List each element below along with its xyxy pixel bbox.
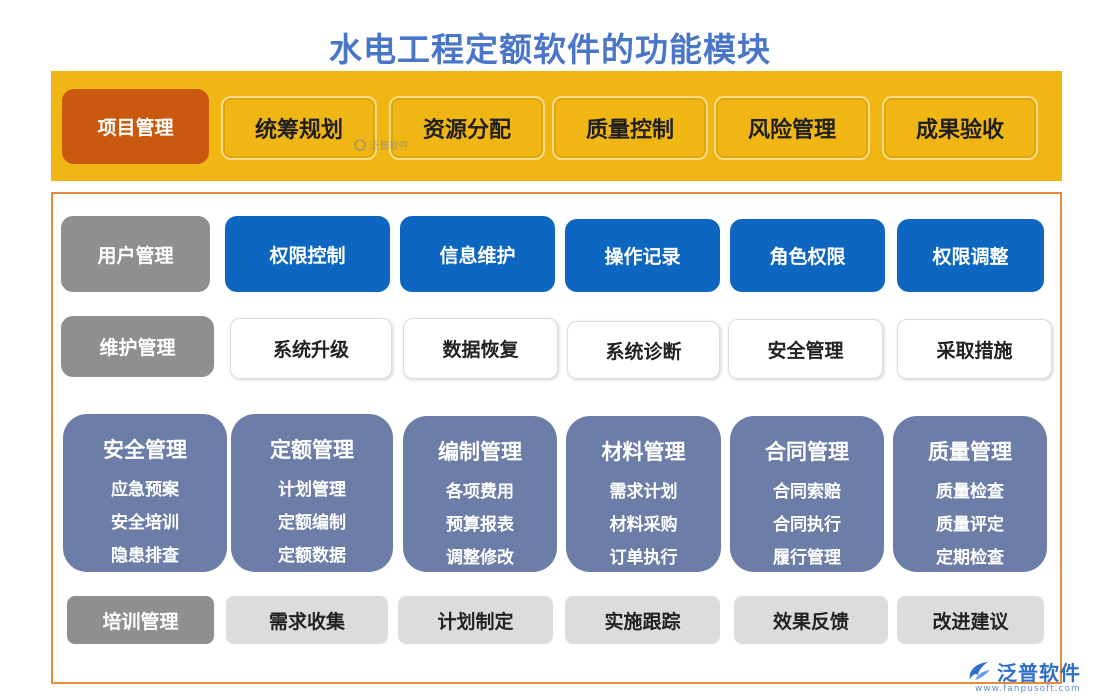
card-item: 应急预案 [111,480,179,500]
card-item: 履行管理 [773,548,841,568]
train-item-demand-collection[interactable]: 需求收集 [226,596,388,644]
card-item: 合同执行 [773,515,841,535]
user-item-operation-log[interactable]: 操作记录 [565,219,720,292]
brand-logo-text: 泛普软件 [997,660,1081,685]
top-item-risk[interactable]: 风险管理 [714,96,870,160]
maint-item-system-upgrade[interactable]: 系统升级 [230,318,392,379]
train-item-improvement-suggestions[interactable]: 改进建议 [897,596,1044,644]
card-item: 调整修改 [446,548,514,568]
train-item-plan-making[interactable]: 计划制定 [398,596,553,644]
watermark: 泛普软件 [354,137,409,152]
card-material-management[interactable]: 材料管理 需求计划 材料采购 订单执行 [566,416,721,572]
card-item: 计划管理 [278,480,346,500]
card-item: 定期检查 [936,548,1004,568]
card-safety-management[interactable]: 安全管理 应急预案 安全培训 隐患排查 [63,414,227,572]
card-item: 预算报表 [446,515,514,535]
top-item-acceptance[interactable]: 成果验收 [882,96,1038,160]
maintenance-management-head[interactable]: 维护管理 [61,316,214,377]
user-item-permission-control[interactable]: 权限控制 [225,216,390,292]
brand-logo-url: www.fanpusoft.com [975,684,1081,694]
card-item: 材料采购 [609,515,678,535]
user-item-info-maintenance[interactable]: 信息维护 [400,216,555,292]
maint-item-security-management[interactable]: 安全管理 [728,319,883,379]
brand-logo-icon [969,662,990,680]
top-item-planning[interactable]: 统筹规划 [221,96,377,160]
card-item: 质量检查 [936,482,1004,502]
train-item-implementation-tracking[interactable]: 实施跟踪 [565,596,720,644]
card-item: 订单执行 [609,548,678,568]
modules-frame [51,192,1062,684]
card-title: 合同管理 [765,440,849,464]
card-title: 安全管理 [103,438,187,462]
card-item: 需求计划 [609,482,678,502]
card-title: 质量管理 [928,440,1012,464]
page-title: 水电工程定额软件的功能模块 [329,30,771,69]
maint-item-take-measures[interactable]: 采取措施 [897,319,1052,379]
project-management-button[interactable]: 项目管理 [62,89,209,164]
card-title: 材料管理 [601,440,686,464]
watermark-text: 泛普软件 [369,141,409,152]
card-title: 编制管理 [438,440,522,464]
train-item-effect-feedback[interactable]: 效果反馈 [734,596,888,644]
user-item-role-permission[interactable]: 角色权限 [730,219,885,292]
brand-logo: 泛普软件 [966,651,1090,691]
card-compilation-management[interactable]: 编制管理 各项费用 预算报表 调整修改 [403,416,557,572]
card-contract-management[interactable]: 合同管理 合同索赔 合同执行 履行管理 [730,416,884,572]
user-item-permission-adjust[interactable]: 权限调整 [897,219,1044,292]
card-item: 定额编制 [278,513,346,533]
card-item: 安全培训 [111,513,179,533]
card-item: 隐患排查 [111,546,179,566]
maint-item-system-diagnosis[interactable]: 系统诊断 [567,321,720,379]
card-quota-management[interactable]: 定额管理 计划管理 定额编制 定额数据 [231,414,393,572]
user-management-head[interactable]: 用户管理 [61,216,210,292]
training-management-head[interactable]: 培训管理 [67,596,214,644]
card-item: 质量评定 [936,515,1004,535]
card-quality-management[interactable]: 质量管理 质量检查 质量评定 定期检查 [893,416,1047,572]
card-title: 定额管理 [270,438,354,462]
card-item: 各项费用 [446,482,514,502]
top-item-quality-control[interactable]: 质量控制 [552,96,708,160]
card-item: 定额数据 [278,546,346,566]
watermark-logo-icon [354,138,366,151]
project-band [51,71,1062,181]
maint-item-data-recovery[interactable]: 数据恢复 [403,318,558,379]
card-item: 合同索赔 [773,482,841,502]
top-item-resources[interactable]: 资源分配 [389,96,545,160]
